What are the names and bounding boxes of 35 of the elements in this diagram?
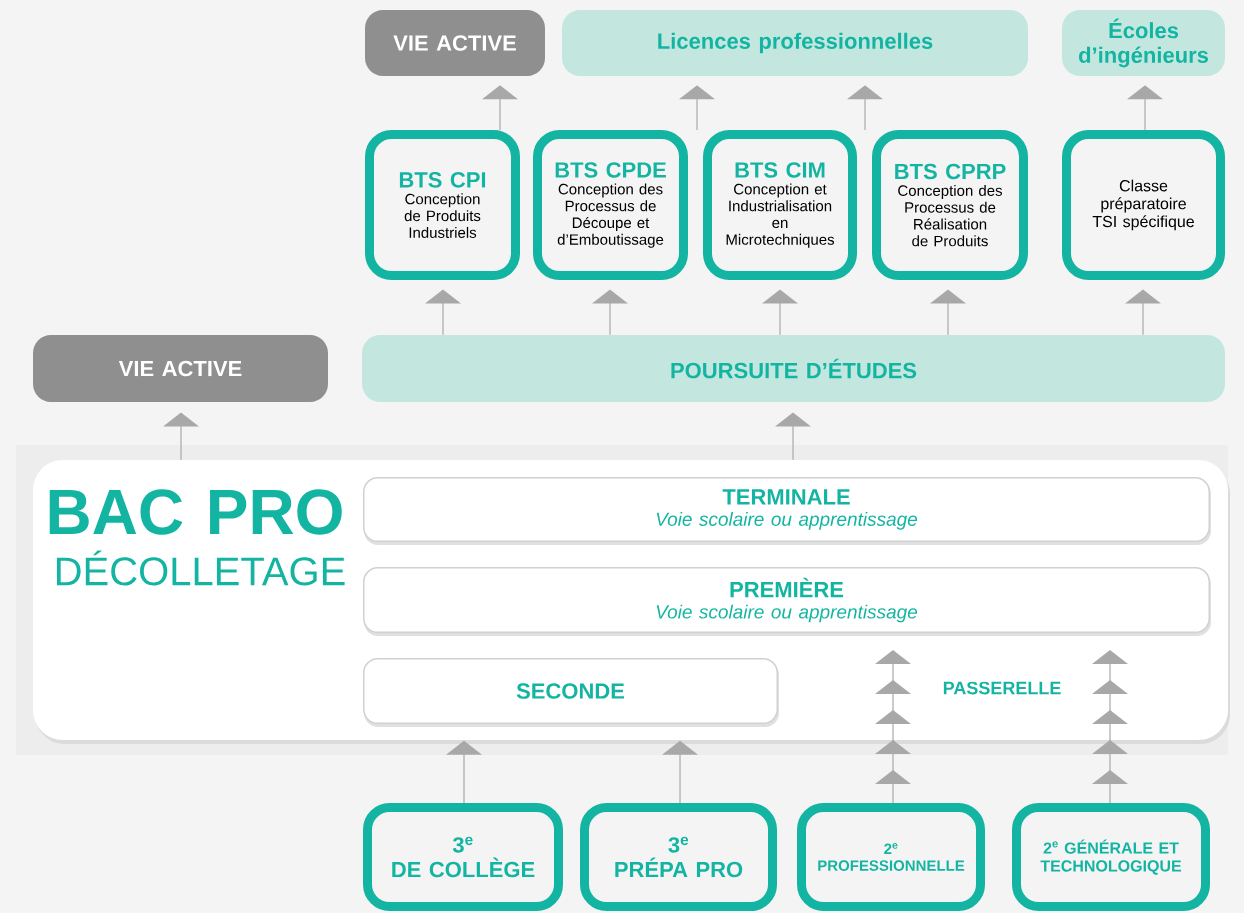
arrow — [1125, 289, 1161, 336]
entry-box: 2$^{e}$ PROFESSIONNELLE — [797, 803, 985, 911]
entry-box: 2$^{e}$ GÉNÉRALE ET TECHNOLOGIQUE — [1012, 803, 1210, 911]
study-banner: Licences professionnelles — [562, 10, 1028, 76]
arrow — [446, 740, 482, 804]
arrow — [847, 85, 883, 131]
study-banner: Écoles d’ingénieurs — [1062, 10, 1225, 76]
course-box: Classe préparatoire TSI spécifique — [1062, 130, 1225, 280]
arrow — [875, 650, 911, 804]
study-banner: POURSUITE D’ÉTUDES — [362, 335, 1225, 402]
year-bar: PREMIÈRE Voie scolaire ou apprentissage — [363, 567, 1211, 636]
year-bar: TERMINALE Voie scolaire ou apprentissage — [363, 477, 1211, 545]
arrow — [775, 412, 811, 461]
arrow — [1127, 85, 1163, 131]
arrow — [679, 85, 715, 131]
entry-box: 3$^{e}$ DE COLLÈGE — [363, 803, 563, 911]
course-box: BTS CPRP Conception des Processus de Réalisation de Produits — [872, 130, 1028, 280]
year-bar: SECONDE — [363, 658, 779, 727]
arrow — [662, 740, 698, 804]
arrow — [425, 289, 461, 336]
arrow — [592, 289, 628, 336]
arrow — [930, 289, 966, 336]
course-box: BTS CPDE Conception des Processus de Découpe et d’Emboutissage — [533, 130, 688, 280]
course-box: BTS CIM Conception et Industrialisation en Microtechniques — [703, 130, 857, 280]
course-box: BTS CPI Conception de Produits Industriels — [365, 130, 520, 280]
diploma-title: BAC PRO — [49, 489, 342, 535]
arrow — [163, 412, 199, 461]
text-label: PASSERELLE — [943, 681, 1061, 695]
entry-box: 3$^{e}$ PRÉPA PRO — [580, 803, 777, 911]
arrow — [1092, 650, 1128, 804]
outcome-pill: VIE ACTIVE — [365, 10, 545, 76]
outcome-pill: VIE ACTIVE — [33, 335, 328, 402]
diploma-title: DÉCOLLETAGE — [56, 550, 345, 586]
arrow — [762, 289, 798, 336]
arrow — [482, 85, 518, 131]
